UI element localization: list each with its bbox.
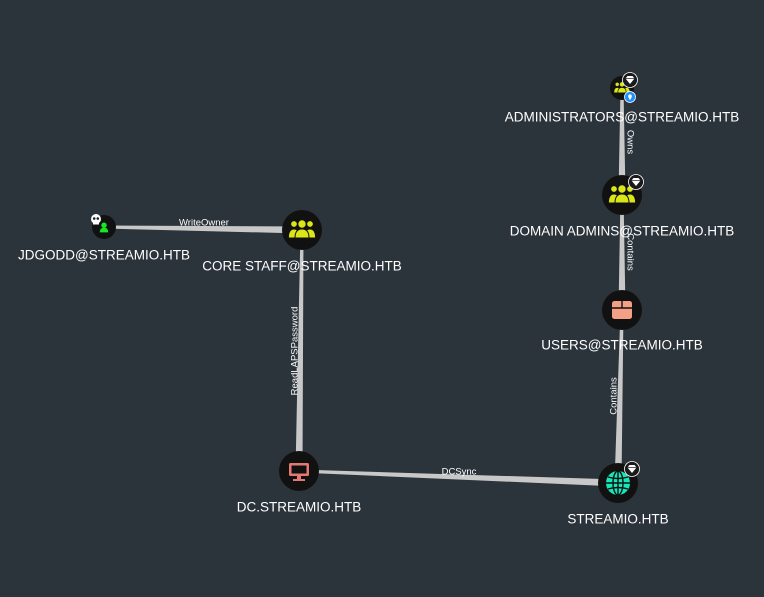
node-label: JDGODD@STREAMIO.HTB	[18, 248, 190, 263]
edge-readlapspassword[interactable]: ReadLAPSPassword	[290, 229, 304, 472]
nodes-layer: JDGODD@STREAMIO.HTB CORE STAFF@STREAMIO.H…	[18, 72, 739, 527]
monitor-icon	[289, 463, 309, 481]
edge-line[interactable]	[103, 225, 303, 234]
node-label: DC.STREAMIO.HTB	[237, 500, 362, 515]
node-jdgodd[interactable]: JDGODD@STREAMIO.HTB	[18, 214, 190, 263]
edge-label: ReadLAPSPassword	[290, 307, 301, 396]
node-administrators[interactable]: ADMINISTRATORS@STREAMIO.HTB	[505, 72, 739, 125]
edge-owns[interactable]: Owns	[618, 88, 636, 195]
node-label: STREAMIO.HTB	[567, 512, 668, 527]
diamond-icon	[624, 461, 640, 477]
node-users[interactable]: USERS@STREAMIO.HTB	[541, 290, 703, 353]
node-domainadmins[interactable]: DOMAIN ADMINS@STREAMIO.HTB	[510, 174, 734, 239]
node-label: CORE STAFF@STREAMIO.HTB	[202, 259, 401, 274]
edge-line[interactable]	[295, 229, 304, 472]
edge-line[interactable]	[298, 469, 619, 487]
box-icon	[612, 301, 632, 319]
edge-label: Owns	[624, 130, 635, 155]
node-corestaff[interactable]: CORE STAFF@STREAMIO.HTB	[202, 210, 402, 274]
diamond-icon	[628, 174, 644, 190]
node-dc[interactable]: DC.STREAMIO.HTB	[237, 451, 362, 515]
group-icon	[287, 219, 317, 239]
group-icon	[607, 184, 637, 204]
edge-label: Contains	[624, 233, 635, 271]
edge-line[interactable]	[618, 195, 626, 310]
edge-line[interactable]	[618, 88, 626, 195]
user-icon	[99, 222, 109, 233]
edge-line[interactable]	[614, 309, 624, 484]
location-pin-icon	[624, 91, 636, 103]
edge-writeowner[interactable]: WriteOwner	[103, 218, 303, 234]
edge-contains[interactable]: Contains	[618, 195, 636, 310]
edge-dcsync[interactable]: DCSync	[298, 467, 619, 487]
globe-icon	[606, 470, 630, 496]
edge-label: Contains	[609, 377, 620, 415]
diamond-icon	[622, 72, 638, 88]
node-domain[interactable]: STREAMIO.HTB	[567, 461, 669, 527]
skull-icon	[91, 214, 101, 225]
edge-label: DCSync	[442, 467, 477, 478]
node-label: USERS@STREAMIO.HTB	[541, 338, 702, 353]
edge-contains[interactable]: Contains	[609, 309, 624, 484]
edge-label: WriteOwner	[179, 218, 229, 229]
node-label: DOMAIN ADMINS@STREAMIO.HTB	[510, 224, 734, 239]
node-label: ADMINISTRATORS@STREAMIO.HTB	[505, 110, 739, 125]
